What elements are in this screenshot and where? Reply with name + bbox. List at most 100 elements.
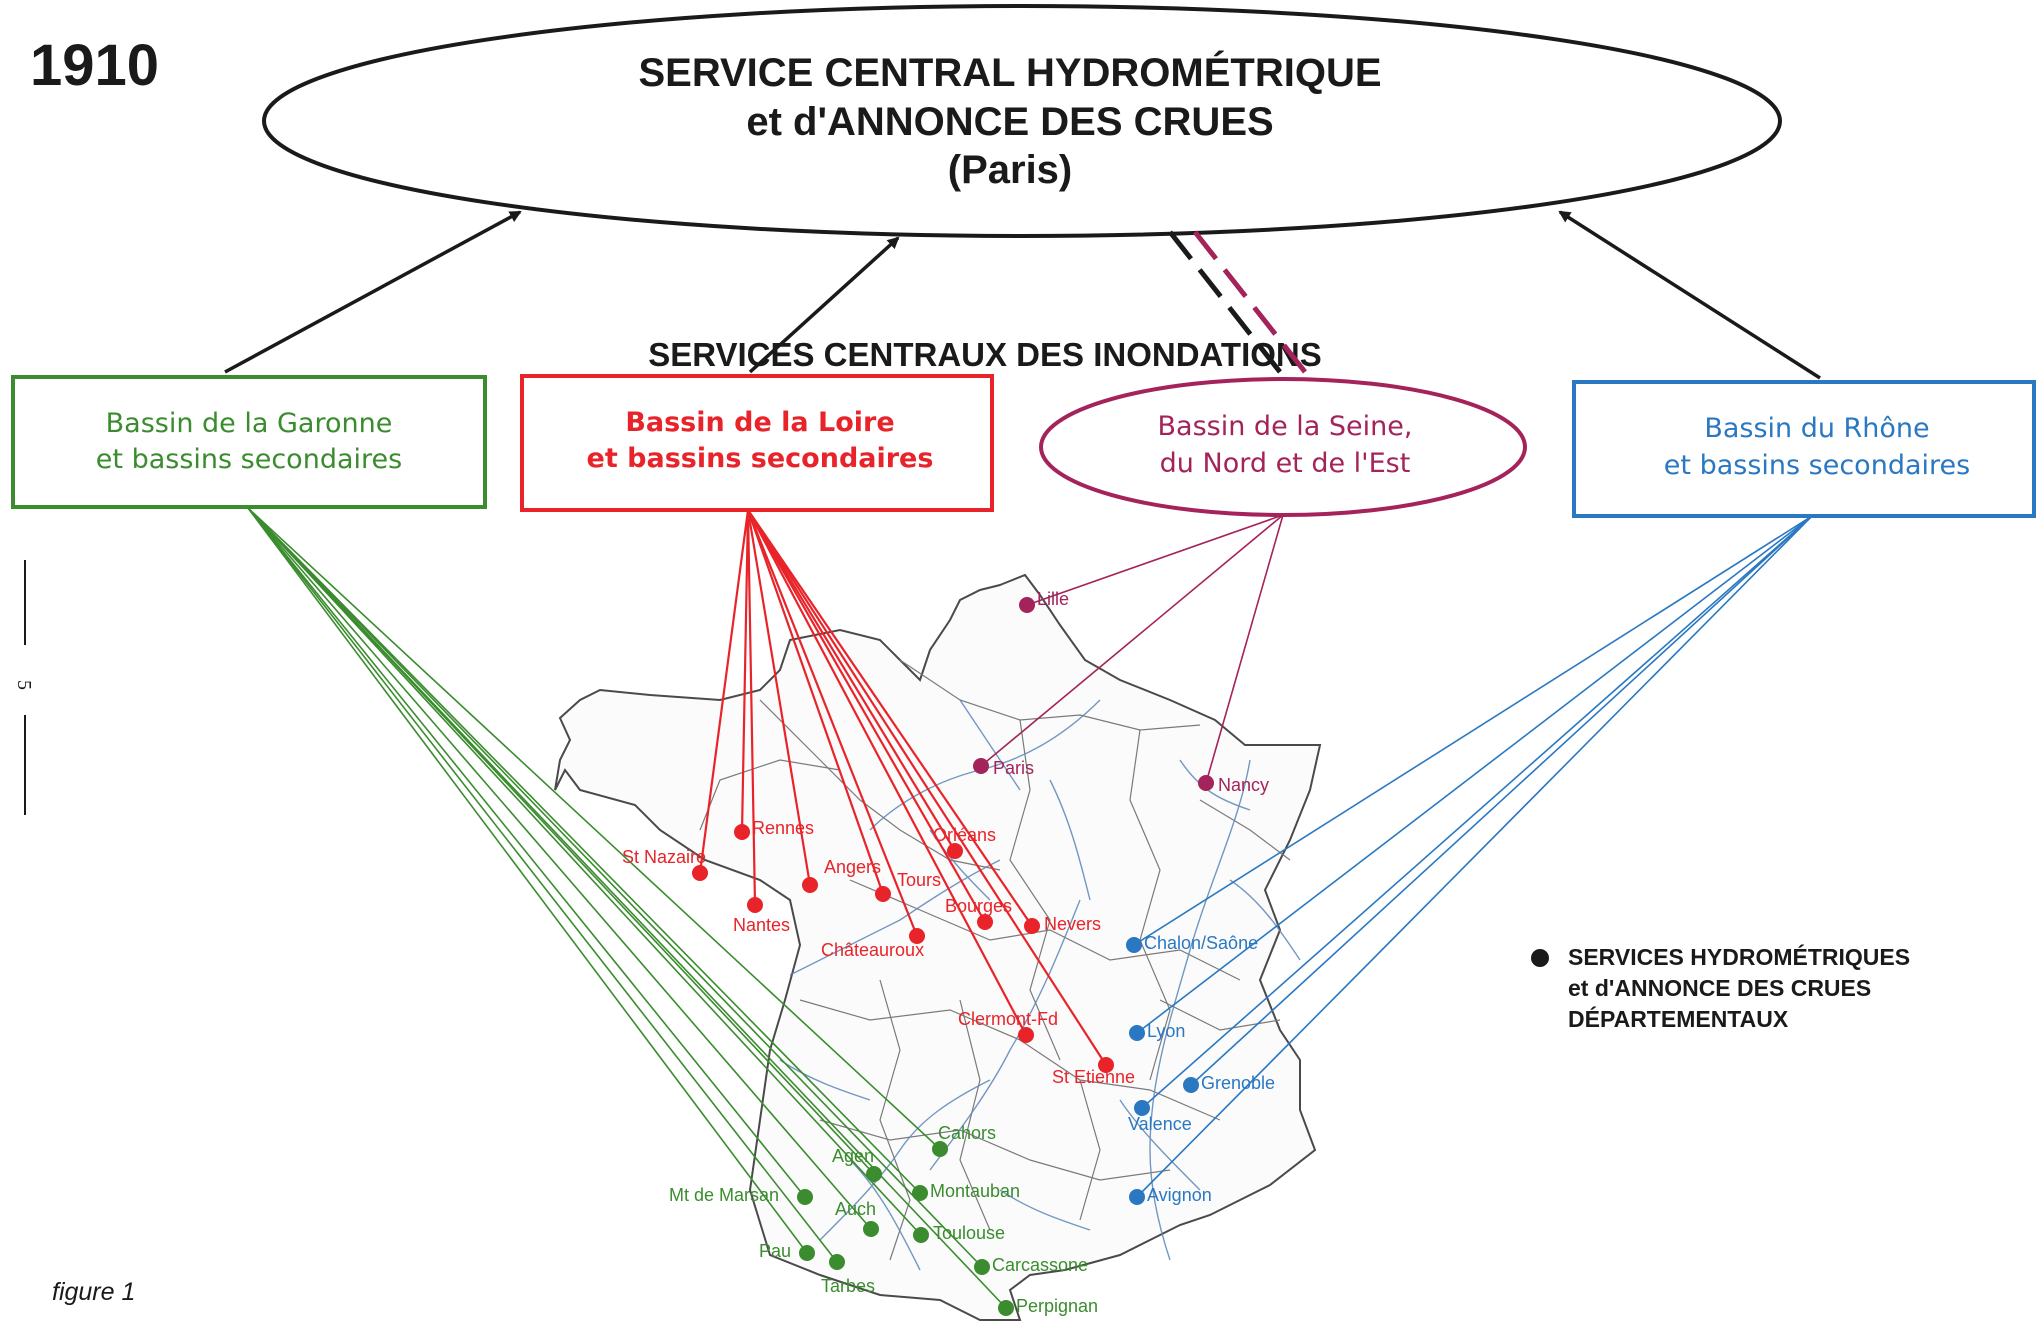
city-label-chalon-saone: Chalon/Saône <box>1144 933 1258 953</box>
central-service-line1: SERVICE CENTRAL HYDROMÉTRIQUE <box>638 50 1381 95</box>
basin-box-rhone <box>1572 380 2036 518</box>
link-garonne-carcassone <box>247 507 983 1268</box>
city-label-st-nazaire: St Nazaire <box>622 847 706 867</box>
link-loire-chateauroux <box>746 509 919 937</box>
city-label-tours: Tours <box>897 870 941 890</box>
city-dot-st-nazaire <box>692 865 708 881</box>
city-label-bourges: Bourges <box>945 896 1012 916</box>
city-label-cahors: Cahors <box>938 1123 996 1143</box>
central-service-ellipse <box>262 4 1782 238</box>
link-rhone-avignon <box>1136 515 1813 1198</box>
link-loire-rennes <box>740 509 750 833</box>
basin-garonne-line1: Bassin de la Garonne <box>106 408 393 439</box>
city-dot-cahors <box>932 1141 948 1157</box>
basin-ellipse-seine <box>1039 377 1527 517</box>
legend-line2: et d'ANNONCE DES CRUES <box>1568 975 1871 1001</box>
arrow-rhone-to-central <box>1558 210 1821 380</box>
link-seine-lille <box>1026 514 1284 606</box>
basin-to-city-links <box>247 507 1813 1309</box>
city-label-mt-de-marsan: Mt de Marsan <box>669 1185 779 1205</box>
city-label-agen: Agen <box>832 1146 874 1166</box>
link-loire-orleans <box>747 509 956 852</box>
city-dot-lille <box>1019 597 1035 613</box>
link-loire-st-etienne <box>747 509 1107 1066</box>
france-outline <box>554 573 1322 1321</box>
link-rhone-grenoble <box>1190 515 1813 1086</box>
year-label: 1910 <box>30 33 159 98</box>
city-label-pau: Pau <box>759 1241 791 1261</box>
link-loire-nantes <box>746 509 757 906</box>
city-label-lyon: Lyon <box>1147 1021 1185 1041</box>
city-label-rennes: Rennes <box>752 818 814 838</box>
city-dot-lyon <box>1129 1025 1145 1041</box>
basin-garonne-line2: et bassins secondaires <box>96 444 402 475</box>
link-loire-nevers <box>747 509 1033 927</box>
city-dot-nancy <box>1198 775 1214 791</box>
link-seine-paris <box>980 514 1284 767</box>
link-garonne-cahors <box>247 507 941 1150</box>
margin-page-number: 5 <box>13 680 35 690</box>
arrow-garonne-to-central <box>224 210 522 374</box>
city-dot-mt-de-marsan <box>797 1189 813 1205</box>
basin-box-garonne <box>11 375 487 509</box>
rivers <box>779 699 1301 1271</box>
basin-seine-line1: Bassin de la Seine, <box>1158 411 1413 442</box>
city-dot-perpignan <box>998 1300 1014 1316</box>
link-garonne-tarbes <box>247 507 838 1263</box>
seine-dashed-link <box>1168 230 1307 374</box>
city-dot-rennes <box>734 824 750 840</box>
link-loire-bourges <box>747 509 986 923</box>
link-loire-st-nazaire <box>698 509 750 874</box>
city-dot-paris <box>973 758 989 774</box>
basin-box-loire <box>520 374 994 512</box>
city-label-valence: Valence <box>1128 1114 1192 1134</box>
link-rhone-lyon <box>1136 515 1813 1034</box>
city-dot-angers <box>802 877 818 893</box>
link-garonne-mt-de-marsan <box>247 507 806 1198</box>
city-dot-nevers <box>1024 918 1040 934</box>
city-dot-chateauroux <box>909 928 925 944</box>
city-dot-auch <box>863 1221 879 1237</box>
city-dot-st-etienne <box>1098 1057 1114 1073</box>
city-dot-orleans <box>947 843 963 859</box>
city-label-nantes: Nantes <box>733 915 790 935</box>
link-loire-angers <box>746 509 812 886</box>
link-loire-tours <box>746 509 885 895</box>
city-dot-avignon <box>1129 1189 1145 1205</box>
city-label-auch: Auch <box>835 1199 876 1219</box>
city-dot-bourges <box>977 914 993 930</box>
city-dot-pau <box>799 1245 815 1261</box>
city-dot-nantes <box>747 897 763 913</box>
city-label-grenoble: Grenoble <box>1201 1073 1275 1093</box>
city-label-perpignan: Perpignan <box>1016 1296 1098 1316</box>
link-garonne-montauban <box>247 507 921 1194</box>
basin-loire-line2: et bassins secondaires <box>587 443 934 474</box>
city-label-chateauroux: Châteauroux <box>821 940 924 960</box>
city-label-angers: Angers <box>824 857 881 877</box>
basin-seine-line2: du Nord et de l'Est <box>1160 448 1411 479</box>
city-dot-agen <box>866 1166 882 1182</box>
central-service-line2: et d'ANNONCE DES CRUES <box>746 100 1273 144</box>
city-label-montauban: Montauban <box>930 1181 1020 1201</box>
arrow-loire-to-central <box>748 236 900 374</box>
city-dot-toulouse <box>913 1227 929 1243</box>
city-label-lille: Lille <box>1037 589 1069 609</box>
link-garonne-auch <box>247 507 872 1230</box>
city-label-toulouse: Toulouse <box>933 1223 1005 1243</box>
link-rhone-chalon-saone <box>1133 515 1813 946</box>
hierarchy-arrows <box>224 210 1821 380</box>
basin-loire-line1: Bassin de la Loire <box>625 407 894 438</box>
link-garonne-toulouse <box>247 507 922 1236</box>
central-service-line3: (Paris) <box>948 148 1073 192</box>
subtitle-label: SERVICES CENTRAUX DES INONDATIONS <box>648 336 1322 373</box>
city-dot-carcassone <box>974 1259 990 1275</box>
city-dot-tarbes <box>829 1254 845 1270</box>
link-loire-clermont-fd <box>747 509 1027 1036</box>
link-seine-nancy <box>1205 514 1284 784</box>
legend-line1: SERVICES HYDROMÉTRIQUES <box>1568 943 1910 970</box>
city-label-orleans: Orléans <box>933 825 996 845</box>
city-dot-montauban <box>912 1185 928 1201</box>
city-label-clermont-fd: Clermont-Fd <box>958 1009 1058 1029</box>
